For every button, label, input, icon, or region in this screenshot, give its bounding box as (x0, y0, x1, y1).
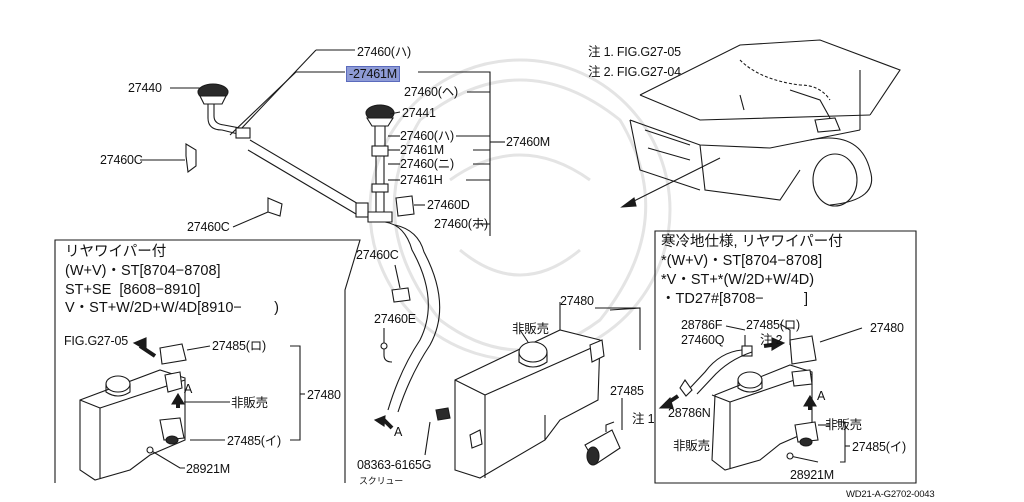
right-note-2: 注 2 (760, 333, 783, 347)
note-2: 注 2. FIG.G27-04 (588, 65, 681, 79)
part-27485-center[interactable]: 27485 (610, 384, 644, 398)
right-part-28786F[interactable]: 28786F (681, 318, 723, 332)
part-27460-ni[interactable]: 27460(ニ) (400, 157, 454, 171)
diagram-code: WD21-A-G2702-0043 (846, 489, 935, 500)
part-27461M-highlighted[interactable]: -27461M (346, 66, 400, 82)
left-part-28921M[interactable]: 28921M (186, 462, 230, 476)
right-not-for-sale-1: 非販売 (825, 418, 862, 432)
right-box-line4: ・TD27#[8708− ] (661, 291, 809, 307)
right-part-27485-ro[interactable]: 27485(ロ) (746, 318, 800, 332)
part-27460-ha-top[interactable]: 27460(ハ) (357, 45, 411, 59)
right-box-frame (654, 230, 917, 484)
left-not-for-sale: 非販売 (231, 396, 268, 410)
part-27460C-lower[interactable]: 27460C (187, 220, 230, 234)
note-1: 注 1. FIG.G27-05 (588, 45, 681, 59)
part-27460C-left[interactable]: 27460C (100, 153, 143, 167)
screw-label: スクリュー (359, 476, 404, 486)
right-not-for-sale-2: 非販売 (673, 439, 710, 453)
right-arrow-a: A (817, 389, 826, 403)
vehicle-sketch (629, 39, 901, 207)
part-27461M-mid[interactable]: 27461M (400, 143, 444, 157)
right-part-28921M[interactable]: 28921M (790, 468, 834, 482)
left-box-frame (54, 239, 361, 483)
part-27461H[interactable]: 27461H (400, 173, 443, 187)
arrow-a-center: A (394, 425, 403, 439)
part-27460-ho[interactable]: 27460(ホ) (434, 217, 488, 231)
left-part-27485-ro[interactable]: 27485(ロ) (212, 339, 266, 353)
not-for-sale-center: 非販売 (512, 322, 549, 336)
part-27460C-center[interactable]: 27460C (356, 248, 399, 262)
part-08363-6165G[interactable]: 08363-6165G (357, 458, 432, 472)
left-part-27480[interactable]: 27480 (307, 388, 341, 402)
left-box-line3: ST+SE [8608−8910] (65, 282, 201, 298)
right-part-27485-i[interactable]: 27485(イ) (852, 440, 906, 454)
right-part-27480[interactable]: 27480 (870, 321, 904, 335)
part-27460-he[interactable]: 27460(ヘ) (404, 85, 458, 99)
left-arrow-a: A (184, 382, 193, 396)
right-box-line2: *(W+V)・ST[8704−8708] (661, 253, 823, 269)
part-27480-center[interactable]: 27480 (560, 294, 594, 308)
part-27460-ha-mid[interactable]: 27460(ハ) (400, 129, 454, 143)
left-box-line2: (W+V)・ST[8704−8708] (65, 263, 221, 279)
right-box-title: 寒冷地仕様, リヤワイパー付 (661, 234, 843, 250)
left-fig-ref[interactable]: FIG.G27-05 (64, 334, 128, 348)
part-27441[interactable]: 27441 (402, 106, 436, 120)
part-27440[interactable]: 27440 (128, 81, 162, 95)
right-part-28786N[interactable]: 28786N (668, 406, 711, 420)
right-box-line3: *V・ST+*(W/2D+W/4D) (661, 272, 815, 288)
part-27460D[interactable]: 27460D (427, 198, 470, 212)
part-27460M[interactable]: 27460M (506, 135, 550, 149)
note-marker-1: 注 1 (632, 412, 655, 426)
left-box-line4: V・ST+W/2D+W/4D[8910− ) (65, 300, 279, 316)
right-part-27460Q[interactable]: 27460Q (681, 333, 725, 347)
part-27460E[interactable]: 27460E (374, 312, 416, 326)
left-box-title: リヤワイパー付 (65, 244, 167, 260)
left-part-27485-i[interactable]: 27485(イ) (227, 434, 281, 448)
bracket-27460M (418, 71, 491, 236)
